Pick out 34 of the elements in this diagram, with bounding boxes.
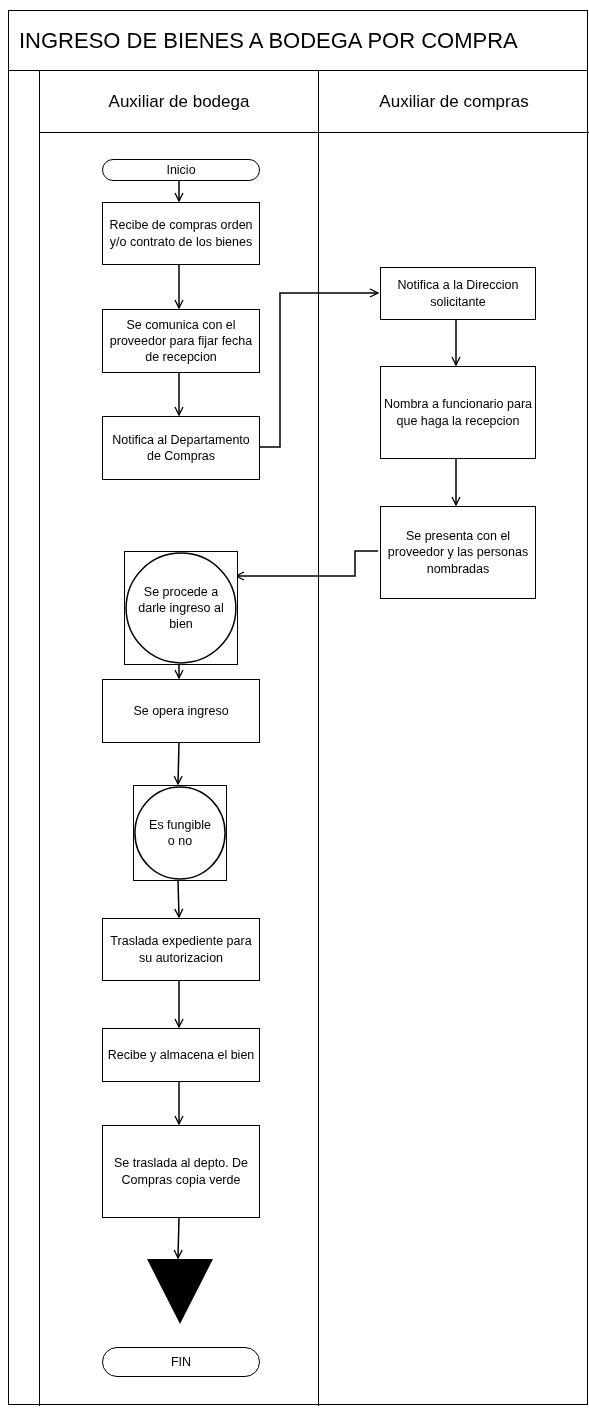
lane-header: Auxiliar de compras	[319, 71, 589, 133]
arrow	[173, 1216, 183, 1259]
swimlane	[318, 71, 589, 1406]
lane-header: Auxiliar de bodega	[40, 71, 318, 133]
process-box: Se comunica con el proveedor para fijar fecha de recepcion	[102, 309, 260, 373]
process-box: Recibe de compras orden y/o contrato de los bienes	[102, 202, 260, 265]
arrow	[173, 741, 183, 785]
process-box: Recibe y almacena el bien	[102, 1028, 260, 1082]
process-box: Se presenta con el proveedor y las personas nombradas	[380, 506, 536, 599]
process-box: Notifica a la Direccion solicitante	[380, 267, 536, 320]
arrow	[257, 288, 379, 448]
end-triangle	[147, 1259, 213, 1324]
process-box: Se opera ingreso	[102, 679, 260, 743]
terminator: FIN	[102, 1347, 260, 1377]
terminator: Inicio	[102, 159, 260, 181]
process-box: Nombra a funcionario para que haga la recepcion	[380, 366, 536, 459]
arrow	[174, 663, 184, 679]
process-box: Notifica al Departamento de Compras	[102, 416, 260, 480]
arrow	[174, 879, 184, 918]
process-box: Traslada expediente para su autorizacion	[102, 918, 260, 981]
arrow	[174, 1080, 184, 1125]
arrow	[174, 263, 184, 309]
pool-title: INGRESO DE BIENES A BODEGA POR COMPRA	[9, 11, 587, 71]
arrow	[174, 371, 184, 416]
arrow	[174, 179, 184, 202]
arrow	[451, 318, 461, 366]
arrow	[451, 457, 461, 506]
connector-circle-box: Es fungible o no	[133, 785, 227, 881]
arrow	[235, 550, 379, 581]
arrow	[174, 979, 184, 1028]
connector-circle-box: Se procede a darle ingreso al bien	[124, 551, 238, 665]
swimlane-pool	[8, 10, 588, 1405]
swimlane	[39, 71, 318, 1406]
process-box: Se traslada al depto. De Compras copia verde	[102, 1125, 260, 1218]
